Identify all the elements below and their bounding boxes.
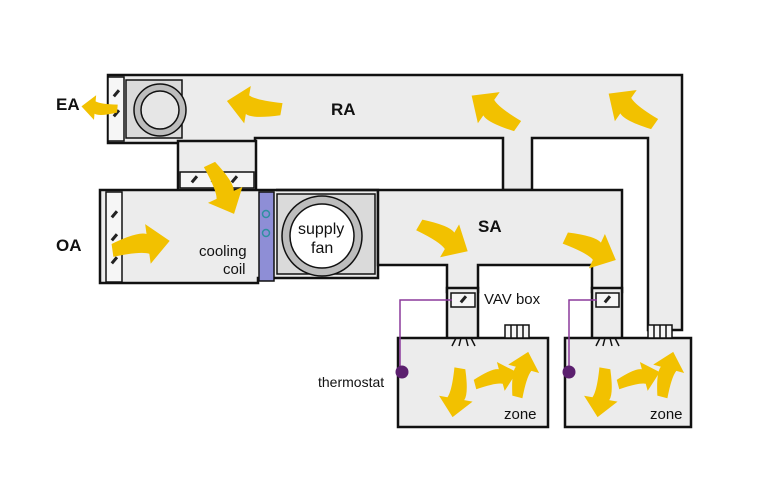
label-zone-2: zone [650, 406, 683, 423]
diffuser-1 [451, 337, 476, 347]
label-fan: fan [311, 240, 333, 257]
exhaust-fan [125, 79, 187, 139]
label-supply: supply [298, 221, 344, 238]
return-grille-2 [647, 324, 673, 339]
outside-air-damper [105, 191, 123, 283]
label-cooling: cooling [199, 243, 247, 260]
label-vav-box: VAV box [484, 291, 541, 308]
control-wire-2 [568, 299, 597, 370]
label-thermostat: thermostat [318, 374, 384, 390]
vav-damper-1 [450, 292, 476, 308]
control-wiring [395, 299, 597, 379]
supply-fan [276, 193, 376, 277]
label-zone-1: zone [504, 406, 537, 423]
thermostat-1 [395, 365, 409, 379]
label-return-air: RA [331, 100, 356, 119]
label-exhaust-air: EA [56, 95, 80, 114]
label-outside-air: OA [56, 236, 82, 255]
return-grille-1 [504, 324, 530, 339]
label-supply-air: SA [478, 217, 502, 236]
control-wire-1 [399, 299, 452, 370]
cooling-coil [258, 191, 275, 282]
thermostat-2 [562, 365, 576, 379]
diffuser-2 [595, 337, 620, 347]
vav-damper-2 [595, 292, 620, 308]
label-coil: coil [223, 261, 246, 278]
